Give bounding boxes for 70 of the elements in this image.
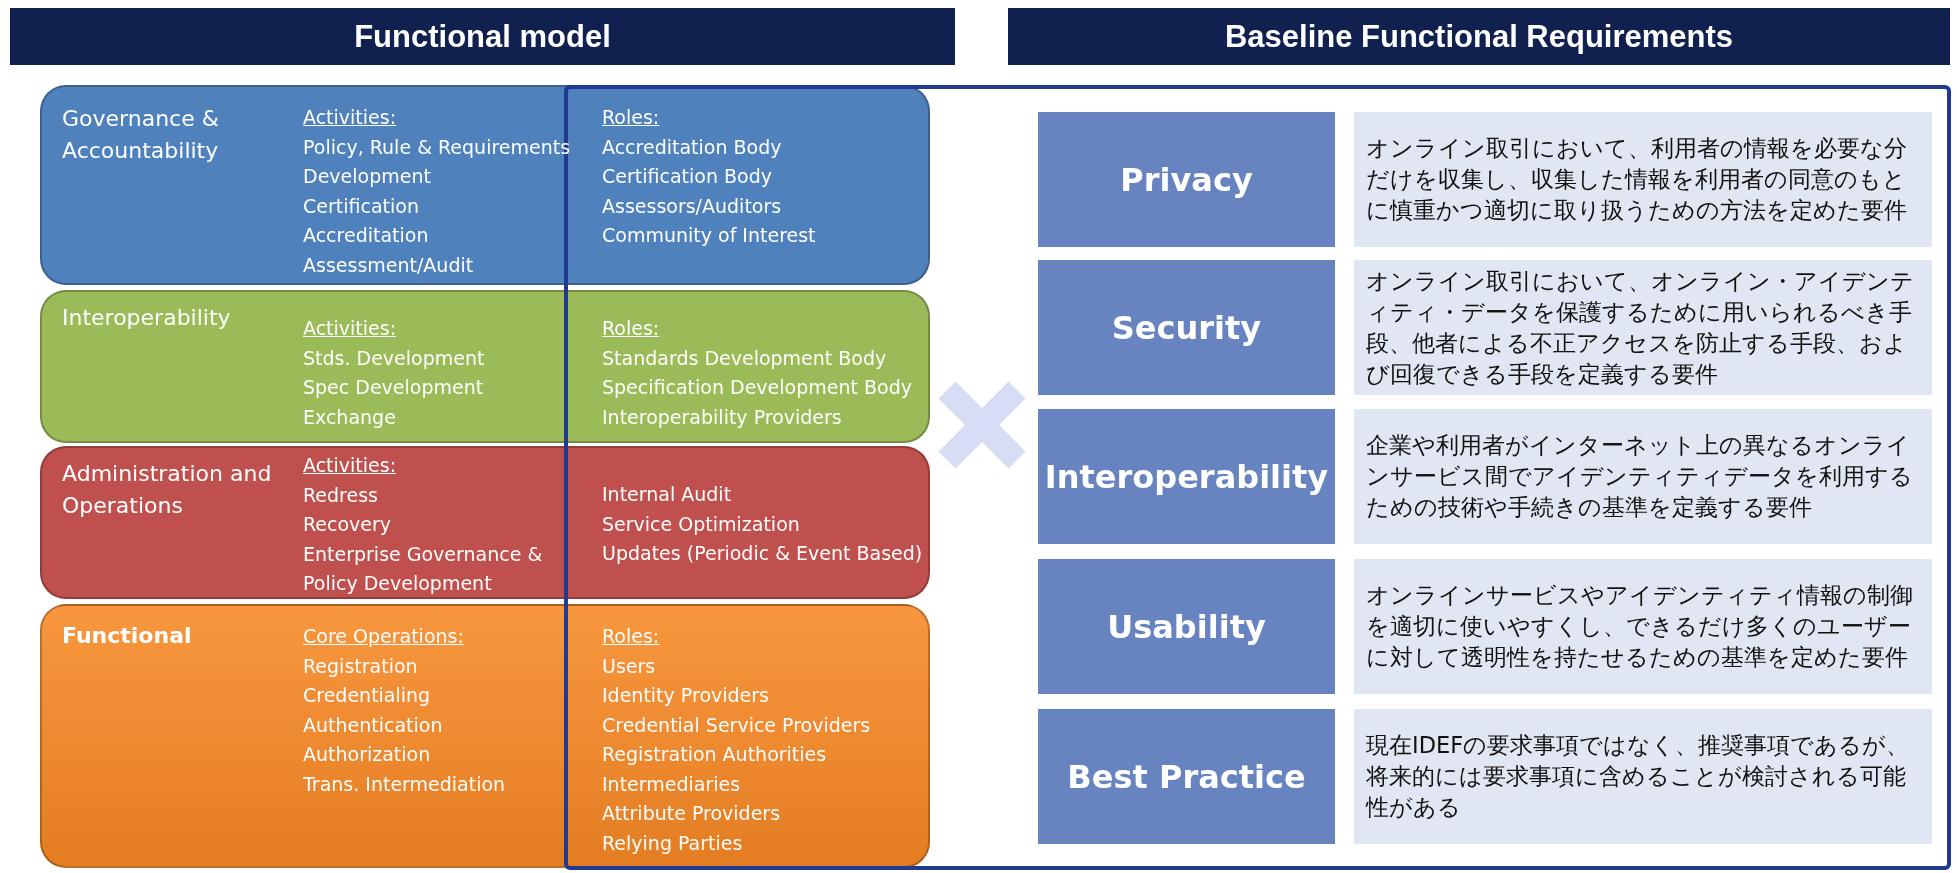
header-bar (10, 8, 955, 65)
list-item: Recovery (303, 512, 393, 537)
list-item: Assessors/Auditors (602, 193, 783, 219)
list-item: Community of Interest (602, 223, 817, 248)
column-heading: Activities: (303, 453, 398, 478)
description-text: 企業や利用者がインターネット上の異なるオンラインサービス間でアイデンティティデータを利用するための技術や手続きの基準を定義する要件 (1366, 431, 1914, 522)
description-text: 現在IDEFの要求事項ではなく、推奨事項であるが、将来的には要求事項に含めることが検討される可能性がある (1366, 731, 1911, 822)
list-item: Certification Body (602, 164, 773, 189)
header-title: Functional model (354, 18, 611, 55)
list-item: Relying Parties (602, 830, 744, 856)
layer-title: Governance & Accountability (62, 105, 220, 165)
list-item: Interoperability Providers (602, 404, 843, 430)
list-item: Registration Authorities (602, 742, 828, 767)
list-item: Certification (303, 193, 420, 219)
category-label: Best Practice (1067, 757, 1306, 796)
list-item: Spec Development (303, 375, 485, 400)
category-box (1038, 112, 1335, 247)
list-item: Identity Providers (602, 683, 770, 708)
description-box (1354, 709, 1932, 844)
description-box (1354, 559, 1932, 694)
description-text: オンライン取引において、利用者の情報を必要な分だけを収集し、収集した情報を利用者の同意のもとに慎重かつ適切に取り扱うための方法を定めた要件 (1366, 134, 1908, 225)
list-item: Attribute Providers (602, 801, 782, 826)
layer-band (40, 446, 930, 599)
header-title: Baseline Functional Requirements (1224, 18, 1734, 55)
category-box (1038, 709, 1335, 844)
description-box (1354, 112, 1932, 247)
category-label: Interoperability (1044, 457, 1329, 496)
layer-title: Functional (62, 622, 193, 650)
layer-title: Administration and Operations (62, 460, 273, 520)
description-box (1354, 409, 1932, 544)
list-item: Authentication (303, 712, 444, 738)
list-item: Intermediaries (602, 771, 742, 797)
column-heading: Roles: (602, 105, 661, 130)
column-heading: Activities: (303, 316, 398, 341)
list-item: Trans. Intermediation (303, 771, 507, 797)
category-label: Usability (1107, 607, 1266, 646)
category-label: Security (1111, 308, 1262, 347)
layer-band (40, 290, 930, 443)
list-item: Accreditation (303, 223, 430, 248)
column-heading: Roles: (602, 624, 661, 649)
list-item: Redress (303, 482, 379, 508)
list-item: Registration (303, 653, 419, 679)
list-item: Updates (Periodic & Event Based) (602, 541, 924, 566)
list-item: Exchange (303, 404, 397, 430)
layer-band (40, 604, 930, 868)
list-item: Credentialing (303, 683, 432, 708)
list-item: Assessment/Audit (303, 252, 475, 278)
category-box (1038, 409, 1335, 544)
list-item: Service Optimization (602, 511, 801, 537)
category-box (1038, 559, 1335, 694)
list-item: Users (602, 653, 657, 679)
column-heading: Core Operations: (303, 624, 465, 649)
list-item: Specification Development Body (602, 375, 913, 400)
header-bar (1008, 8, 1950, 65)
list-item: Authorization (303, 742, 432, 767)
layer-band (40, 85, 930, 285)
list-item: Enterprise Governance & Policy Development (303, 541, 544, 596)
list-item: Credential Service Providers (602, 712, 872, 738)
description-text: オンライン取引において、オンライン・アイデンティティ・データを保護するために用いられるべき手段、他者による不正アクセスを防止する手段、および回復できる手段を定義する要件 (1366, 266, 1915, 389)
list-item: Internal Audit (602, 482, 733, 507)
category-box (1038, 260, 1335, 395)
column-heading: Roles: (602, 316, 661, 341)
list-item: Stds. Development (303, 345, 486, 371)
list-item: Accreditation Body (602, 134, 783, 160)
category-label: Privacy (1120, 160, 1253, 199)
description-text: オンラインサービスやアイデンティティ情報の制御を適切に使いやすくし、できるだけ多くのユーザーに対して透明性を持たせるための基準を定めた要件 (1366, 581, 1914, 672)
layer-title: Interoperability (62, 304, 232, 332)
list-item: Policy, Rule & Requirements Development (303, 134, 572, 189)
column-heading: Activities: (303, 105, 398, 130)
list-item: Standards Development Body (602, 345, 888, 371)
